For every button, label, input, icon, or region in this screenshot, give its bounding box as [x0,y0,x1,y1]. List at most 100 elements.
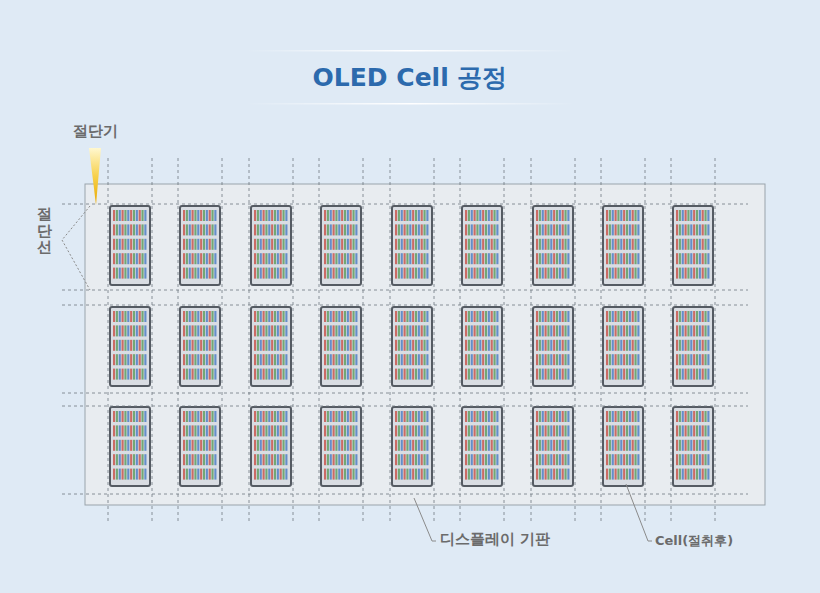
subpixel [344,469,346,480]
subpixel [350,311,352,322]
subpixel [186,425,188,436]
subpixel [327,325,329,336]
subpixel [606,253,608,264]
subpixel [488,425,490,436]
subpixel [418,224,420,235]
subpixel [209,268,211,279]
subpixel [536,239,538,250]
subpixel [265,340,267,351]
subpixel [130,224,132,235]
subpixel [491,454,493,465]
subpixel [488,454,490,465]
cell-frame [392,407,432,486]
subpixel [395,354,397,365]
subpixel [626,469,628,480]
subpixel [122,325,124,336]
subpixel [214,210,216,221]
subpixel [355,224,357,235]
subpixel [412,239,414,250]
subpixel [335,239,337,250]
subpixel [347,454,349,465]
subpixel [545,425,547,436]
subpixel [565,411,567,422]
subpixel [113,425,115,436]
subpixel [542,224,544,235]
subpixel [705,411,707,422]
subpixel [567,354,569,365]
subpixel [707,440,709,451]
subpixel [212,340,214,351]
subpixel [424,469,426,480]
subpixel [479,425,481,436]
subpixel [395,369,397,380]
subpixel [254,354,256,365]
subpixel [268,311,270,322]
subpixel [119,239,121,250]
subpixel [491,268,493,279]
subpixel [637,369,639,380]
subpixel [635,469,637,480]
subpixel [567,268,569,279]
subpixel [353,268,355,279]
subpixel [127,311,129,322]
subpixel [620,440,622,451]
subpixel [626,340,628,351]
subpixel [635,311,637,322]
subpixel [491,311,493,322]
subpixel [130,340,132,351]
subpixel [696,411,698,422]
cell-frame [180,307,220,386]
subpixel [119,469,121,480]
subpixel [338,425,340,436]
subpixel [685,268,687,279]
subpixel [485,469,487,480]
subpixel [212,210,214,221]
subpixel [341,425,343,436]
subpixel [268,411,270,422]
subpixel [685,440,687,451]
subpixel [200,454,202,465]
subpixel [212,253,214,264]
subpixel [494,340,496,351]
subpixel [476,354,478,365]
oled-cell [180,307,220,386]
subpixel [142,440,144,451]
subpixel [421,268,423,279]
subpixel [696,224,698,235]
subpixel [693,454,695,465]
subpixel [406,325,408,336]
subpixel [412,268,414,279]
subpixel [559,369,561,380]
subpixel [699,369,701,380]
subpixel [567,411,569,422]
subpixel [353,411,355,422]
subpixel [685,311,687,322]
subpixel [395,411,397,422]
subpixel [406,425,408,436]
subpixel [474,311,476,322]
cut-lines [62,158,748,523]
subpixel [194,239,196,250]
cell-frame [110,206,150,285]
subpixel [612,469,614,480]
subpixel [406,210,408,221]
subpixel [139,454,141,465]
cell-frame [603,206,643,285]
subpixel [409,469,411,480]
subpixel [355,369,357,380]
subpixel [398,469,400,480]
subpixel [687,253,689,264]
subpixel [203,239,205,250]
subpixel [553,268,555,279]
subpixel [280,440,282,451]
subpixel [412,425,414,436]
subpixel [617,354,619,365]
subpixel [265,369,267,380]
subpixel [353,340,355,351]
subpixel [335,454,337,465]
subpixel [696,354,698,365]
cut-line [62,305,748,306]
subpixel [485,369,487,380]
subpixel [482,354,484,365]
subpixel [494,311,496,322]
